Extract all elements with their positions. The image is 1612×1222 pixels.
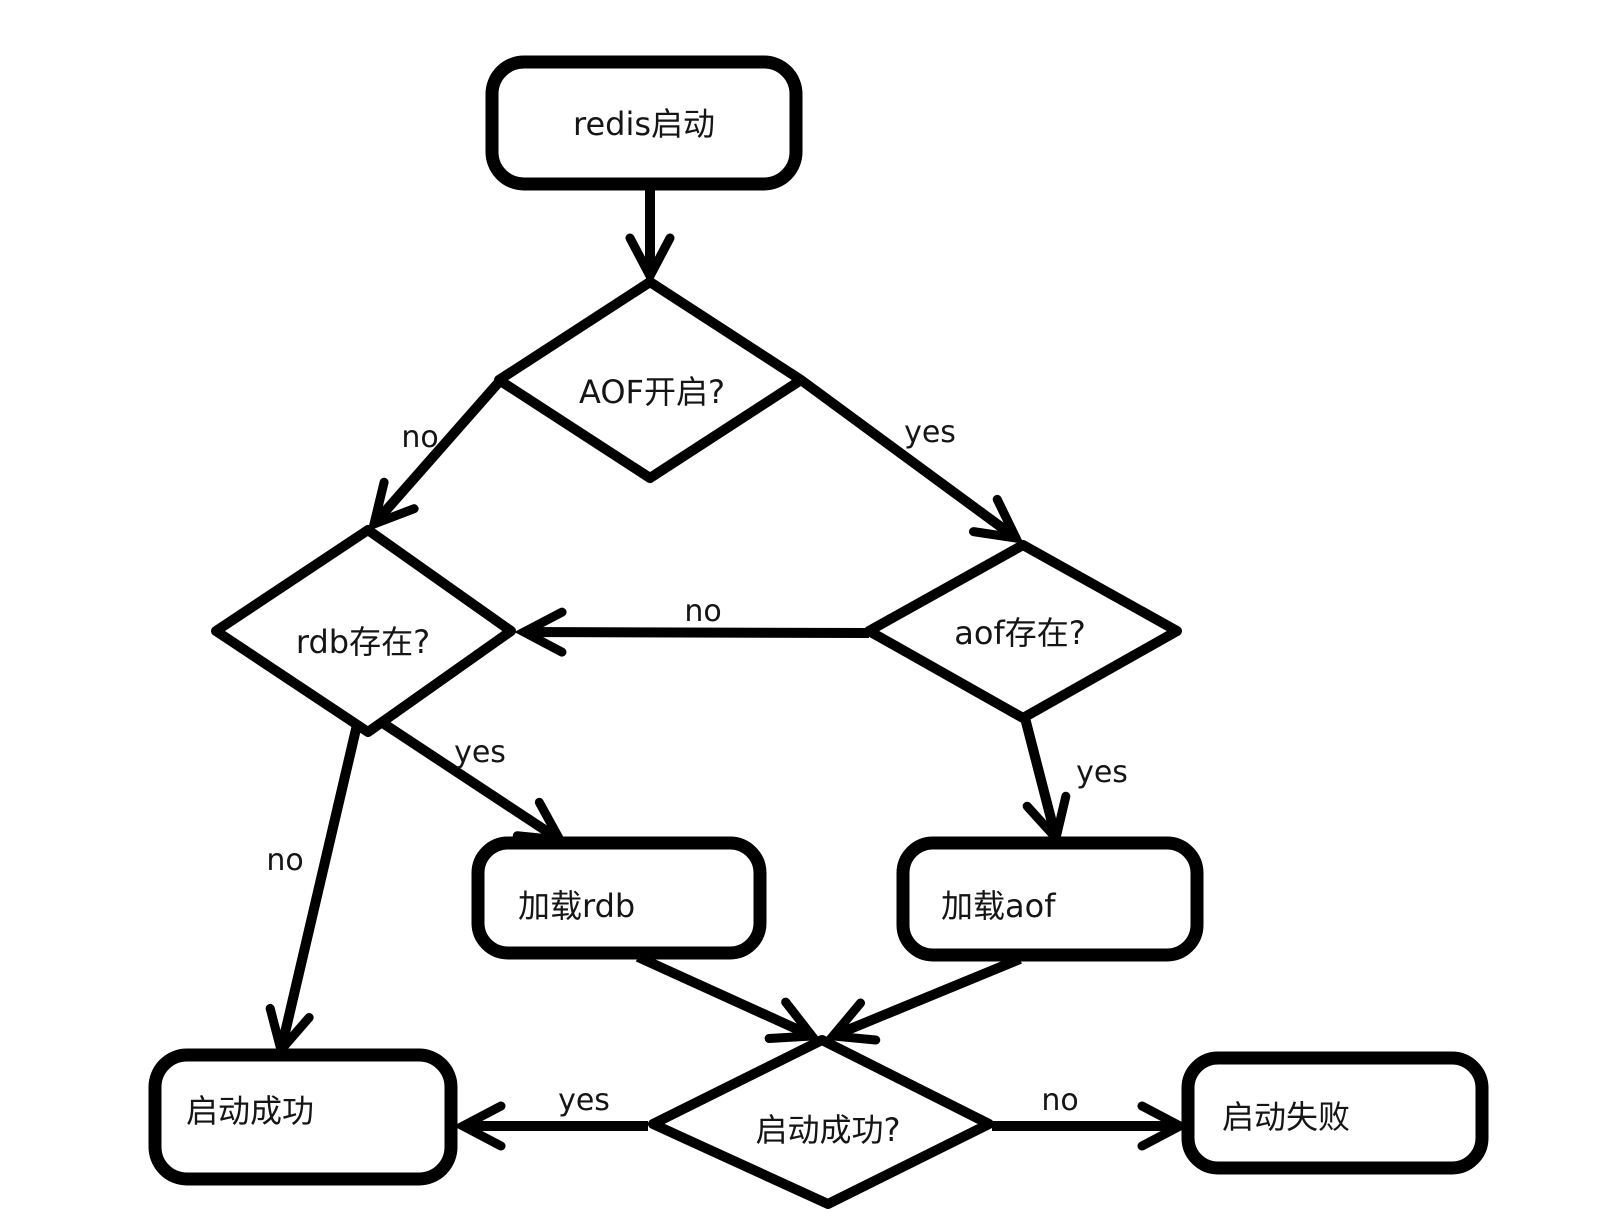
node-redis-start: redis启动 bbox=[485, 55, 803, 191]
edge-label-no: no bbox=[684, 594, 721, 629]
node-redis-start-shape bbox=[485, 55, 803, 191]
process-load-rdb-shape bbox=[471, 836, 767, 960]
process-load-aof-label: 加载aof bbox=[941, 887, 1056, 925]
process-load-aof: 加载aof bbox=[896, 836, 1204, 962]
decision-aof-exists-label: aof存在? bbox=[954, 614, 1085, 652]
terminal-startup-success-shape bbox=[148, 1048, 458, 1186]
edge-line bbox=[514, 607, 870, 657]
edge-line bbox=[265, 710, 365, 1060]
edge-load-rdb-to-startup-ok-q bbox=[635, 952, 821, 1044]
decision-startup-success-shape bbox=[648, 1035, 994, 1209]
decision-aof-enabled-shape bbox=[494, 277, 806, 483]
terminal-startup-failure-label: 启动失败 bbox=[1222, 1098, 1350, 1136]
edge-label-no: no bbox=[266, 843, 303, 878]
edge-label-no: no bbox=[401, 420, 438, 455]
decision-rdb-exists: rdb存在? bbox=[211, 525, 516, 737]
edge-rdb-exists-yes: yes bbox=[363, 707, 569, 846]
edge-startup-ok-yes: yes bbox=[453, 1083, 648, 1151]
edge-label-yes: yes bbox=[454, 735, 506, 770]
edge-rdb-exists-no: no bbox=[265, 710, 365, 1060]
edge-label-yes: yes bbox=[558, 1083, 610, 1118]
node-redis-start-label: redis启动 bbox=[573, 105, 715, 143]
edge-aof-exists-yes: yes bbox=[1020, 716, 1128, 848]
edge-aof-enabled-no: no bbox=[367, 378, 503, 532]
edge-aof-enabled-yes: yes bbox=[798, 375, 1024, 544]
terminal-startup-failure: 启动失败 bbox=[1181, 1051, 1489, 1175]
edge-line bbox=[1020, 716, 1071, 848]
edge-line bbox=[824, 954, 1022, 1045]
process-load-rdb-label: 加载rdb bbox=[518, 887, 635, 925]
decision-rdb-exists-shape bbox=[211, 525, 516, 737]
edge-line bbox=[363, 707, 569, 846]
decision-aof-exists: aof存在? bbox=[864, 540, 1182, 723]
decision-aof-exists-shape bbox=[864, 540, 1182, 723]
edge-label-yes: yes bbox=[1076, 755, 1128, 790]
decision-aof-enabled-label: AOF开启? bbox=[579, 373, 725, 411]
edge-label-yes: yes bbox=[904, 415, 956, 450]
decision-startup-success-label: 启动成功? bbox=[756, 1111, 901, 1149]
edge-aof-exists-no: no bbox=[514, 594, 870, 657]
decision-aof-enabled: AOF开启? bbox=[494, 277, 806, 483]
edge-line bbox=[635, 952, 821, 1044]
terminal-startup-failure-shape bbox=[1181, 1051, 1489, 1175]
edge-startup-ok-no: no bbox=[992, 1083, 1190, 1151]
decision-startup-success: 启动成功? bbox=[648, 1035, 994, 1209]
edge-label-no: no bbox=[1041, 1083, 1078, 1118]
terminal-startup-success-label: 启动成功 bbox=[186, 1092, 314, 1130]
process-load-aof-shape bbox=[896, 836, 1204, 962]
edge-line bbox=[798, 375, 1024, 544]
terminal-startup-success: 启动成功 bbox=[148, 1048, 458, 1186]
decision-rdb-exists-label: rdb存在? bbox=[296, 623, 430, 661]
process-load-rdb: 加载rdb bbox=[471, 836, 767, 960]
edge-line bbox=[367, 378, 503, 532]
edge-load-aof-to-startup-ok-q bbox=[824, 954, 1022, 1045]
